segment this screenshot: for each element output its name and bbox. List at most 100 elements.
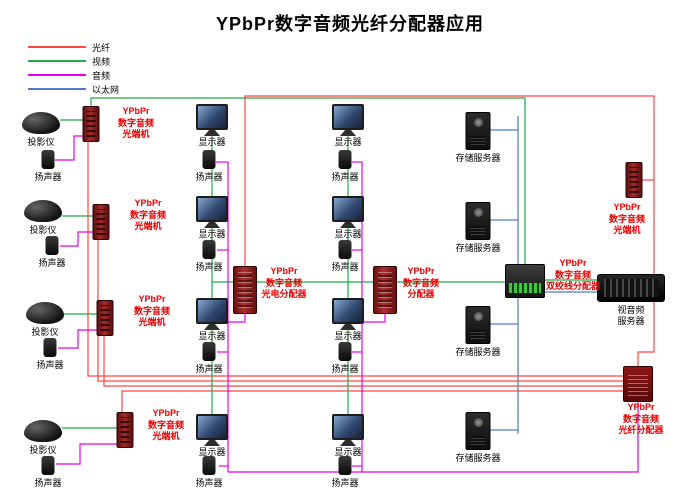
optical-transceiver-4-label: YPbPr 数字音频 光端机 — [147, 408, 185, 442]
video-line-swatch — [28, 60, 86, 62]
speaker-label: 扬声器 — [34, 172, 62, 182]
transceiver-icon — [625, 162, 643, 198]
speaker-icon — [202, 150, 216, 169]
storage-label: 存储服务器 — [455, 453, 501, 463]
speaker-label: 扬声器 — [331, 478, 359, 488]
legend-label: 以太网 — [92, 84, 120, 95]
video-wires — [60, 97, 598, 444]
speaker-icon — [202, 240, 216, 259]
monitor-icon — [332, 298, 364, 324]
fiber-splitter — [623, 366, 653, 402]
speaker-label: 扬声器 — [36, 360, 64, 370]
audio-splitter-label: YPbPr 数字音频 分配器 — [402, 266, 440, 300]
projector-icon — [26, 302, 64, 324]
projector-2: 投影仪 — [24, 200, 62, 236]
projector-label: 投影仪 — [31, 327, 59, 337]
server-icon — [465, 112, 491, 150]
page-title: YPbPr数字音频光纤分配器应用 — [215, 14, 485, 34]
transceiver-icon — [82, 106, 100, 142]
storage-server-2: 存储服务器 — [455, 202, 501, 254]
speaker-icon — [202, 342, 216, 361]
monitor-label: 显示器 — [334, 229, 362, 239]
monitor-4: 显示器 — [196, 414, 228, 458]
speaker-label: 扬声器 — [195, 172, 223, 182]
storage-label: 存储服务器 — [455, 243, 501, 253]
speaker-2: 扬声器 — [38, 236, 66, 269]
monitor-label: 显示器 — [198, 447, 226, 457]
monitor-label: 显示器 — [334, 447, 362, 457]
monitor-speaker-4: 扬声器 — [195, 456, 223, 489]
speaker-label: 扬声器 — [331, 364, 359, 374]
storage-server-4: 存储服务器 — [455, 412, 501, 464]
monitor-5: 显示器 — [332, 104, 364, 148]
monitor-1: 显示器 — [196, 104, 228, 148]
optical-transceiver-3 — [96, 300, 114, 336]
splitter-icon — [233, 266, 257, 314]
server-icon — [465, 412, 491, 450]
monitor-speaker-3: 扬声器 — [195, 342, 223, 375]
monitor-speaker-1: 扬声器 — [195, 150, 223, 183]
fiber-splitter-label: YPbPr 数字音频 光纤分配器 — [618, 402, 664, 436]
monitor-8: 显示器 — [332, 414, 364, 458]
transceiver-icon — [96, 300, 114, 336]
storage-server-1: 存储服务器 — [455, 112, 501, 164]
monitor-2: 显示器 — [196, 196, 228, 240]
monitor-6: 显示器 — [332, 196, 364, 240]
speaker-label: 扬声器 — [195, 364, 223, 374]
speaker-icon — [43, 338, 57, 357]
monitor-label: 显示器 — [198, 229, 226, 239]
monitor-3: 显示器 — [196, 298, 228, 342]
monitor-label: 显示器 — [334, 137, 362, 147]
optical-transceiver-2-label: YPbPr 数字音频 光端机 — [129, 198, 167, 232]
legend-item-video: 视频 — [28, 54, 119, 68]
speaker-label: 扬声器 — [331, 262, 359, 272]
speaker-label: 扬声器 — [34, 478, 62, 488]
av-server-label: 视音频 服务器 — [617, 305, 645, 326]
projector-icon — [24, 200, 62, 222]
monitor-label: 显示器 — [198, 137, 226, 147]
monitor-icon — [332, 196, 364, 222]
server-icon — [465, 202, 491, 240]
fiber-splitter-icon — [623, 366, 653, 402]
monitor-speaker-8: 扬声器 — [331, 456, 359, 489]
speaker-1: 扬声器 — [34, 150, 62, 183]
monitor-icon — [196, 298, 228, 324]
speaker-icon — [41, 456, 55, 475]
projector-1: 投影仪 — [22, 112, 60, 148]
storage-server-3: 存储服务器 — [455, 306, 501, 358]
audio-splitter — [373, 266, 397, 314]
projector-label: 投影仪 — [29, 445, 57, 455]
optical-transceiver-3-label: YPbPr 数字音频 光端机 — [133, 294, 171, 328]
switch-icon — [505, 264, 545, 298]
projector-label: 投影仪 — [27, 137, 55, 147]
speaker-icon — [338, 240, 352, 259]
speaker-icon — [202, 456, 216, 475]
optical-transceiver-4 — [116, 412, 134, 448]
legend-label: 光纤 — [92, 42, 111, 53]
monitor-7: 显示器 — [332, 298, 364, 342]
ethernet-line-swatch — [28, 88, 86, 90]
speaker-icon — [45, 236, 59, 255]
monitor-icon — [196, 414, 228, 440]
projector-3: 投影仪 — [26, 302, 64, 338]
legend-label: 音频 — [92, 70, 111, 81]
speaker-icon — [338, 342, 352, 361]
optical-transceiver-2 — [92, 204, 110, 240]
monitor-label: 显示器 — [198, 331, 226, 341]
optical-transceiver-right — [625, 162, 643, 198]
optoelectric-splitter-label: YPbPr 数字音频 光电分配器 — [261, 266, 307, 300]
twisted-pair-splitter-label: YPbPr 数字音频 双绞线分配器 — [545, 258, 601, 292]
fiber-wires — [87, 95, 655, 412]
speaker-icon — [41, 150, 55, 169]
speaker-icon — [338, 150, 352, 169]
legend-item-ethernet: 以太网 — [28, 82, 119, 96]
projector-icon — [24, 420, 62, 442]
speaker-4: 扬声器 — [34, 456, 62, 489]
storage-label: 存储服务器 — [455, 153, 501, 163]
monitor-speaker-2: 扬声器 — [195, 240, 223, 273]
legend-item-audio: 音频 — [28, 68, 119, 82]
monitor-icon — [332, 104, 364, 130]
monitor-icon — [332, 414, 364, 440]
optoelectric-splitter — [233, 266, 257, 314]
